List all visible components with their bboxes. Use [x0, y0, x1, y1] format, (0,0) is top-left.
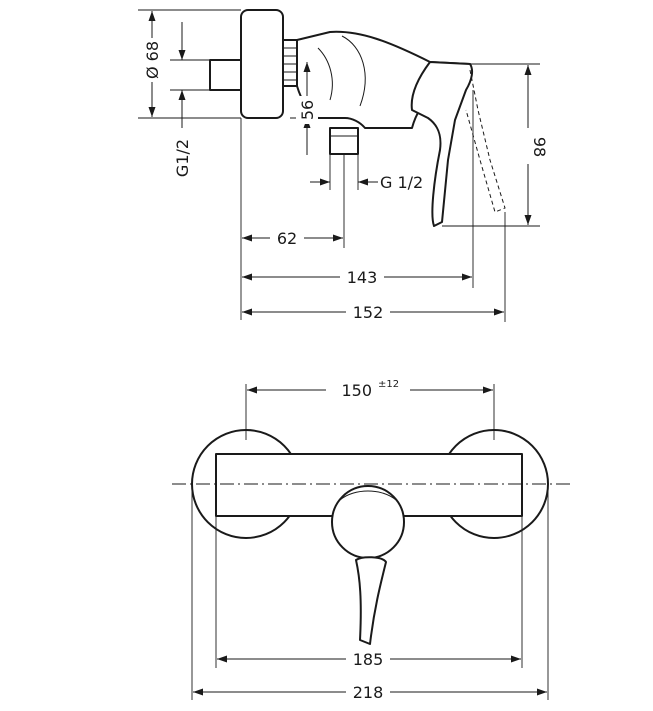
outlet-nozzle	[329, 127, 359, 155]
dim-185-label: 185	[353, 650, 384, 669]
dim-143-bg	[340, 267, 384, 287]
dim-143-label: 143	[347, 268, 378, 287]
side-view: Ø 68 G1/2 56 G 1/2 98 62 143 152	[138, 9, 549, 322]
lever-handle	[410, 61, 474, 227]
dim-150-label: 150	[341, 381, 372, 400]
dim-98-label: 98	[530, 137, 549, 157]
dim-diameter-bg	[140, 38, 164, 82]
dim-98-bg	[516, 128, 540, 164]
dim-diameter-label: Ø 68	[143, 41, 162, 79]
body-curve-inner	[317, 47, 333, 101]
lever-open-position	[465, 69, 506, 213]
handle-cap	[331, 485, 405, 559]
front-view: 150 ±12 185 218	[172, 378, 570, 702]
dim-185-bg	[346, 649, 390, 669]
handle-cap-top-curve	[339, 490, 397, 501]
dim-thread-left-label: G1/2	[173, 139, 192, 177]
dim-150-tolerance: ±12	[378, 379, 399, 390]
front-lever	[355, 556, 387, 645]
wall-rosette	[240, 9, 284, 119]
dim-56-label: 56	[298, 100, 317, 120]
dim-150-bg	[326, 378, 410, 400]
dim-outlet-label: G 1/2	[380, 173, 423, 192]
dim-152-label: 152	[353, 303, 384, 322]
dim-56-bg	[296, 96, 318, 124]
dim-62-label: 62	[277, 229, 297, 248]
dim-62-bg	[270, 228, 304, 248]
rear-thread-stub	[209, 59, 243, 91]
dim-218-label: 218	[353, 683, 384, 702]
dim-152-bg	[346, 302, 390, 322]
knurled-nut	[282, 39, 298, 87]
dim-218-bg	[346, 682, 390, 702]
body-curve	[341, 35, 366, 107]
